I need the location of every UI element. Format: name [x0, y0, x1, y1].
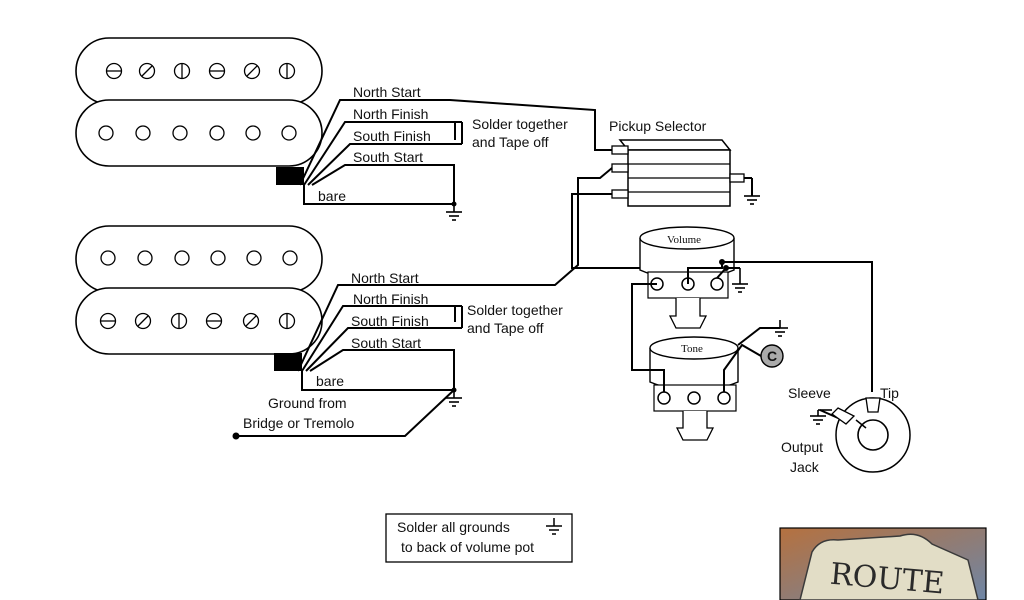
note-tape-off-bottom: and Tape off — [467, 320, 544, 336]
pickup-top — [75, 37, 323, 185]
pole-screws-top — [105, 62, 296, 80]
note-solder-together-bottom: Solder together — [467, 302, 563, 318]
footer-note-box — [385, 513, 573, 563]
selector-label: Pickup Selector — [609, 118, 707, 134]
note-ground-from: Ground from — [268, 395, 347, 411]
footer-note-line1: Solder all grounds — [397, 519, 510, 535]
label-north-start-top: North Start — [353, 84, 421, 100]
volume-label: Volume — [667, 234, 701, 246]
route-logo: ROUTE — [779, 527, 987, 600]
ground-symbol-jack — [810, 409, 832, 425]
pickup-bottom — [75, 225, 323, 371]
label-south-start-bottom: South Start — [351, 335, 421, 351]
label-north-start-bottom: North Start — [351, 270, 419, 286]
jack-tip-label: Tip — [880, 385, 899, 401]
wires-top — [299, 99, 612, 205]
jack-output-label: Output — [781, 439, 823, 455]
pole-slugs-bottom — [100, 250, 298, 266]
jack-jack-label: Jack — [790, 459, 820, 475]
label-bare-bottom: bare — [316, 373, 344, 389]
ground-symbol-bottom — [446, 390, 462, 407]
pole-slugs-top — [98, 125, 297, 141]
label-north-finish-top: North Finish — [353, 106, 428, 122]
label-south-finish-bottom: South Finish — [351, 313, 429, 329]
label-south-finish-top: South Finish — [353, 128, 431, 144]
volume-pot — [639, 226, 735, 329]
selector-output-wire — [571, 177, 753, 269]
label-south-start-top: South Start — [353, 149, 423, 165]
pole-screws-bottom — [99, 312, 296, 330]
tone-label: Tone — [681, 343, 703, 355]
note-tape-off-top: and Tape off — [472, 134, 549, 150]
wires-bottom — [236, 167, 613, 437]
label-bare-top: bare — [318, 188, 346, 204]
ground-symbol-selector — [744, 195, 760, 205]
capacitor-label: C — [767, 348, 777, 364]
ground-symbol-volume — [732, 268, 748, 293]
cable-clamp-top — [276, 167, 304, 185]
ground-symbol-tone — [772, 320, 788, 337]
tone-pot — [649, 336, 739, 441]
note-solder-together-top: Solder together — [472, 116, 568, 132]
ground-icon — [546, 518, 562, 535]
note-bridge-or-tremolo: Bridge or Tremolo — [243, 415, 354, 431]
cable-clamp-bottom — [274, 353, 302, 371]
footer-note-line2: to back of volume pot — [401, 539, 534, 555]
jack-sleeve-label: Sleeve — [788, 385, 831, 401]
output-jack — [830, 397, 911, 473]
pickup-selector — [611, 139, 745, 207]
label-north-finish-bottom: North Finish — [353, 291, 428, 307]
